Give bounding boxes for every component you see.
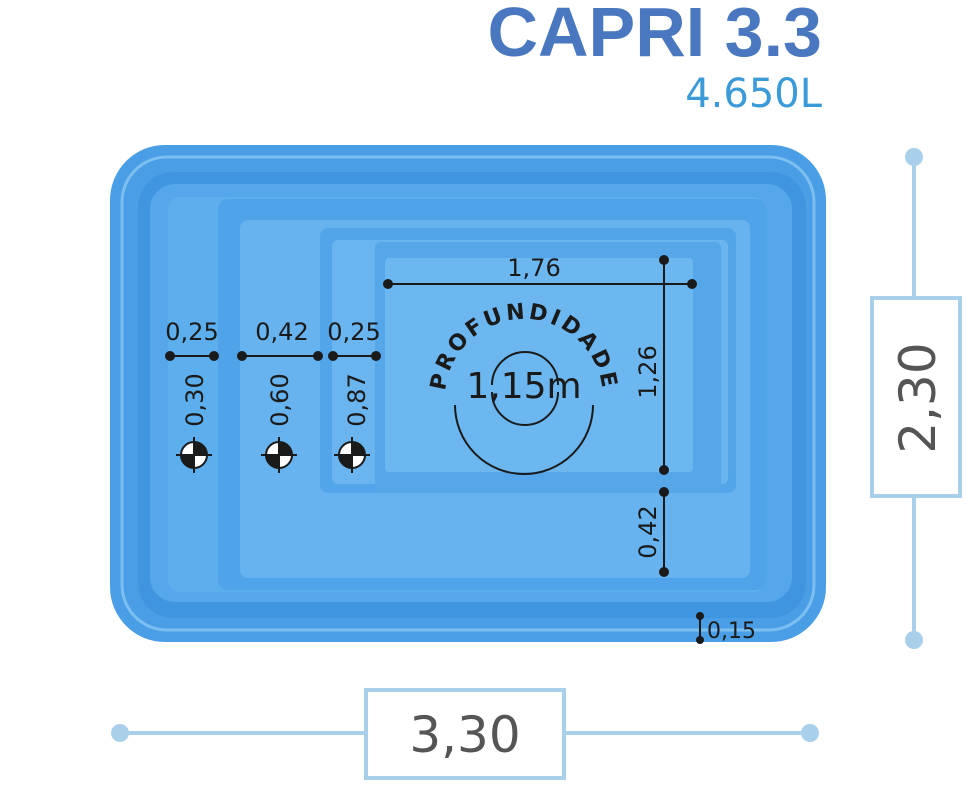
label-step3-width: 0,25 [327, 318, 380, 346]
depth-marker-icon [261, 437, 297, 473]
label-step1-width: 0,25 [165, 318, 218, 346]
measurement-lines [165, 255, 704, 644]
width-dimension: 2,30 [870, 148, 962, 649]
label-step2-depth: 0,60 [266, 373, 294, 426]
deep-basin [375, 242, 721, 492]
depth-value: 1,15m [466, 366, 581, 407]
label-inner-length: 1,76 [507, 254, 560, 282]
label-inner-width: 1,26 [634, 345, 662, 398]
label-rim: 0,15 [707, 619, 756, 644]
overall-width: 2,30 [889, 342, 947, 453]
length-dimension: 3,30 [111, 688, 819, 780]
depth-marker-icon [334, 437, 370, 473]
label-bench-width: 0,42 [634, 505, 662, 558]
label-step3-depth: 0,87 [343, 373, 371, 426]
pool-title: CAPRI 3.3 [487, 0, 822, 71]
overall-length: 3,30 [409, 706, 520, 764]
label-step2-width: 0,42 [255, 318, 308, 346]
depth-marker-icon [176, 437, 212, 473]
pool-volume: 4.650L [685, 71, 823, 117]
label-step1-depth: 0,30 [181, 373, 209, 426]
